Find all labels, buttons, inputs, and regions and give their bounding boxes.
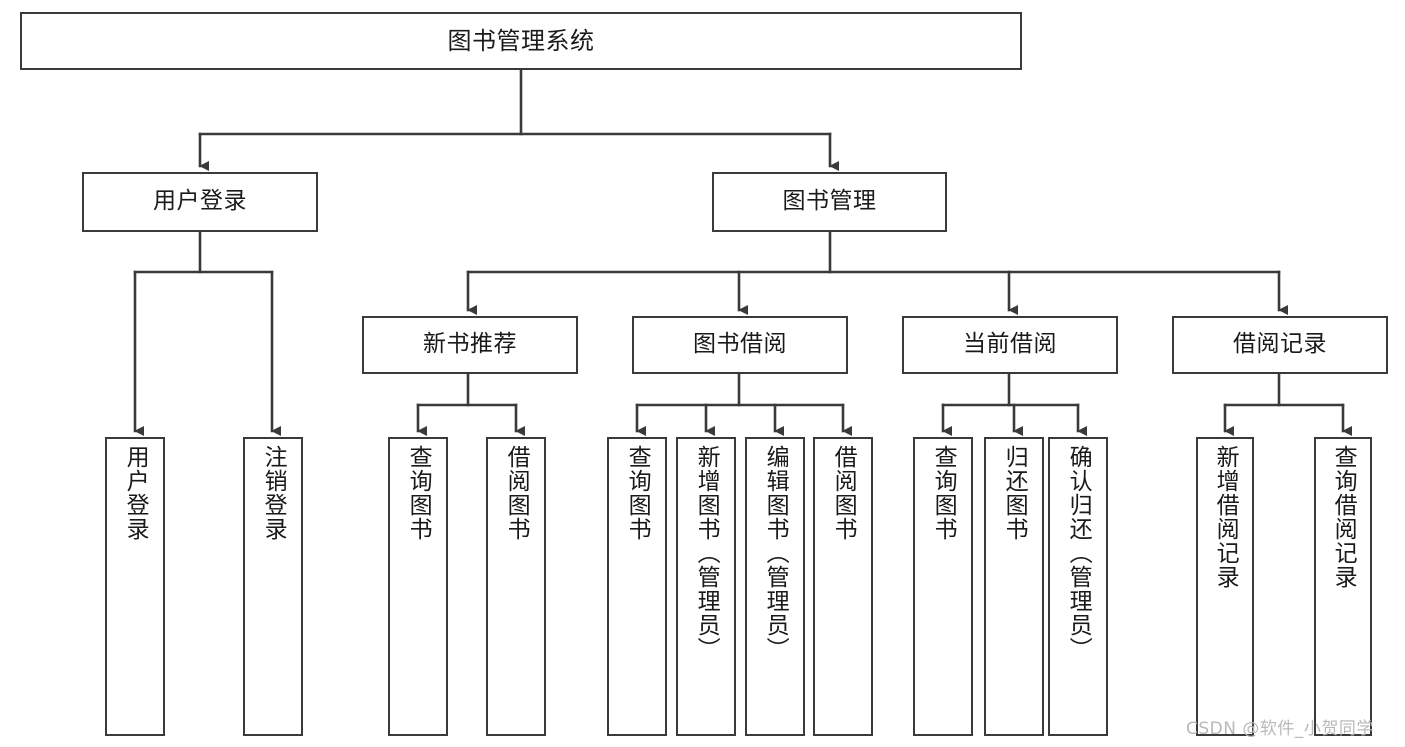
leaf-return-book[interactable]: 归还图书 [984,437,1044,736]
leaf-borrow-book-1-label: 借阅图书 [503,445,530,541]
leaf-query-record[interactable]: 查询借阅记录 [1314,437,1372,736]
csdn-watermark: CSDN @软件_小贺同学 [1186,719,1374,739]
leaf-borrow-book-2-label: 借阅图书 [830,445,857,541]
node-user-login[interactable]: 用户登录 [82,172,318,232]
leaf-borrow-book-2[interactable]: 借阅图书 [813,437,873,736]
leaf-edit-book-label: 编辑图书（管理员） [762,445,789,661]
leaf-return-book-label: 归还图书 [1001,445,1028,541]
leaf-logout-label: 注销登录 [260,445,287,541]
node-root-label: 图书管理系统 [447,26,595,55]
leaf-confirm-return[interactable]: 确认归还（管理员） [1048,437,1108,736]
node-borrow-record-label: 借阅记录 [1233,331,1327,358]
node-new-book-recommend-label: 新书推荐 [423,331,517,358]
node-current-borrow[interactable]: 当前借阅 [902,316,1118,374]
node-book-manage-label: 图书管理 [782,188,877,215]
leaf-add-record[interactable]: 新增借阅记录 [1196,437,1254,736]
leaf-query-book-1[interactable]: 查询图书 [388,437,448,736]
leaf-query-book-3[interactable]: 查询图书 [913,437,973,736]
leaf-edit-book[interactable]: 编辑图书（管理员） [745,437,805,736]
node-book-borrow[interactable]: 图书借阅 [632,316,848,374]
leaf-add-book[interactable]: 新增图书（管理员） [676,437,736,736]
node-book-manage[interactable]: 图书管理 [712,172,947,232]
leaf-user-login-label: 用户登录 [122,445,149,541]
leaf-add-book-label: 新增图书（管理员） [693,445,720,661]
node-book-borrow-label: 图书借阅 [693,331,787,358]
node-current-borrow-label: 当前借阅 [963,331,1057,358]
node-borrow-record[interactable]: 借阅记录 [1172,316,1388,374]
leaf-borrow-book-1[interactable]: 借阅图书 [486,437,546,736]
node-user-login-label: 用户登录 [153,188,247,215]
node-new-book-recommend[interactable]: 新书推荐 [362,316,578,374]
leaf-query-book-2[interactable]: 查询图书 [607,437,667,736]
leaf-query-book-1-label: 查询图书 [405,445,432,541]
leaf-query-book-2-label: 查询图书 [624,445,651,541]
leaf-query-record-label: 查询借阅记录 [1330,445,1357,589]
leaf-add-record-label: 新增借阅记录 [1212,445,1239,589]
leaf-logout[interactable]: 注销登录 [243,437,303,736]
node-root[interactable]: 图书管理系统 [20,12,1022,70]
leaf-query-book-3-label: 查询图书 [930,445,957,541]
leaf-confirm-return-label: 确认归还（管理员） [1065,445,1092,661]
leaf-user-login[interactable]: 用户登录 [105,437,165,736]
